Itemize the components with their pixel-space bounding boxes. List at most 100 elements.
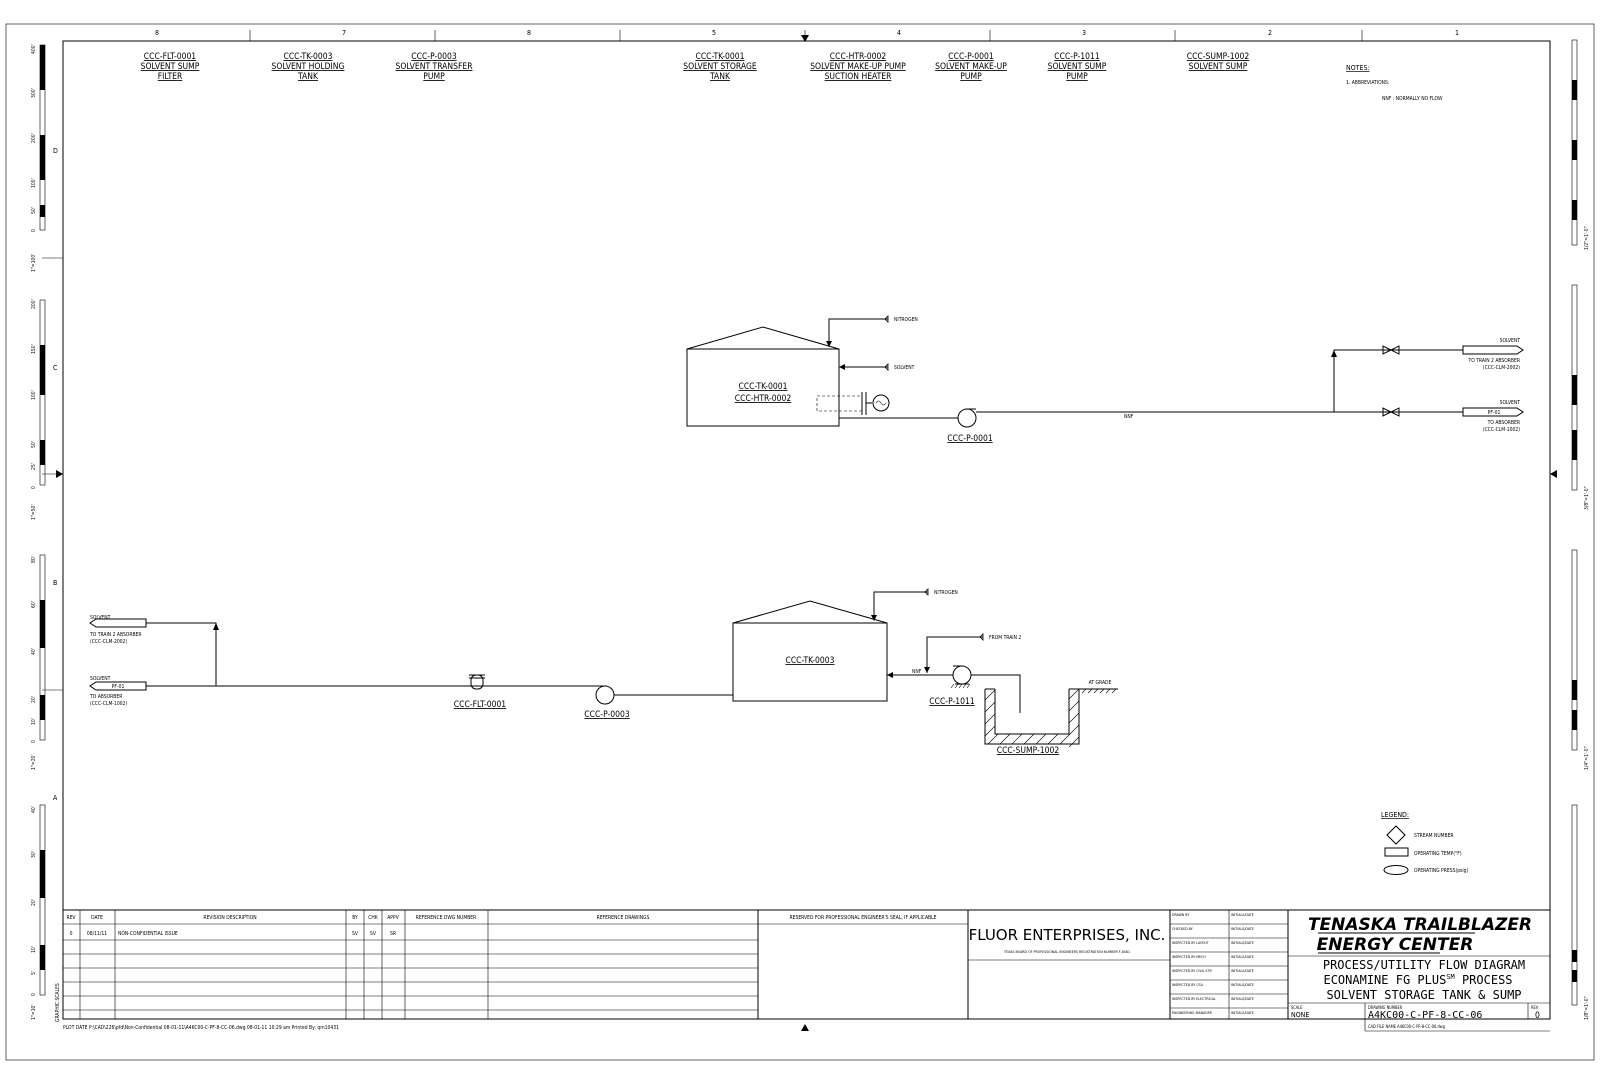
svg-text:CCC-HTR-0002: CCC-HTR-0002 [830, 52, 887, 62]
signoff-label: INSPECTED BY ELECTRICAL [1172, 997, 1216, 1001]
rev-header: REVISION DESCRIPTION [203, 915, 256, 921]
zone-number: 7 [342, 29, 346, 37]
svg-text:SOLVENT SUMP: SOLVENT SUMP [141, 62, 200, 72]
legend-title: LEGEND: [1381, 811, 1409, 819]
zone-number: 3 [1082, 29, 1086, 37]
scale-tick: 0 [31, 486, 37, 489]
rev-header: REFERENCE DWG NUMBER [416, 915, 477, 921]
offpage-connector-upper-1: SOLVENT TO TRAIN 2 ABSORBER (CCC-CLM-200… [1462, 338, 1524, 371]
zone-top-ruler: 8 7 8 5 4 3 2 1 [155, 29, 1459, 42]
scale-field: NONE [1291, 1011, 1309, 1019]
equipment-header-list: CCC-FLT-0001 SOLVENT SUMP FILTER CCC-TK-… [141, 52, 1250, 82]
from-train-2-inlet: FROM TRAIN 2 [924, 633, 1021, 673]
valve-upper-1 [1382, 345, 1400, 355]
svg-text:PF-01: PF-01 [1488, 410, 1501, 416]
solvent-label: SOLVENT [894, 365, 915, 371]
header-item-tk-0003: CCC-TK-0003 SOLVENT HOLDING TANK [272, 52, 345, 82]
notes-abbr: NNF : NORMALLY NO FLOW [1382, 96, 1443, 102]
signoff-label: ENGINEERING MANAGER [1172, 1011, 1213, 1015]
right-scale-label: 1/2"=1'-0" [1584, 226, 1590, 250]
left-graphic-scales: 400' 300' 200' 100' 50' 0 1"=100' 200' 1… [31, 44, 61, 1022]
company-name: FLUOR ENTERPRISES, INC. [969, 926, 1166, 944]
graphic-scales-label: GRAPHIC SCALES [55, 983, 61, 1022]
svg-text:PF-01: PF-01 [112, 684, 125, 690]
pump-p-0003-tag: CCC-P-0003 [584, 710, 630, 720]
zone-letter: D [53, 147, 58, 155]
svg-text:SOLVENT: SOLVENT [90, 615, 111, 621]
pump-p-1011 [950, 665, 1021, 713]
notes-title: NOTES: [1346, 64, 1370, 72]
revision-table: REV DATE REVISION DESCRIPTION BY CHK APP… [63, 910, 759, 1019]
title-block: REV DATE REVISION DESCRIPTION BY CHK APP… [63, 909, 1550, 1032]
cad-file-name: CAD FILE NAME A4KC00-C-PF-8-CC-06.dwg [1368, 1024, 1445, 1029]
rev-header: CHK [368, 915, 379, 921]
svg-text:TO TRAIN 2 ABSORBER: TO TRAIN 2 ABSORBER [1467, 358, 1520, 364]
operating-press-icon [1383, 865, 1409, 875]
header-item-p-1011: CCC-P-1011 SOLVENT SUMP PUMP [1048, 52, 1107, 82]
svg-text:PUMP: PUMP [1066, 72, 1088, 82]
header-item-flt-0001: CCC-FLT-0001 SOLVENT SUMP FILTER [141, 52, 200, 82]
rev-cell: SV [352, 931, 359, 937]
scale-tick: 100' [31, 390, 37, 400]
scale-field-label: SCALE [1291, 1005, 1303, 1010]
nnf-label: NNF [912, 669, 922, 675]
header-item-htr-0002: CCC-HTR-0002 SOLVENT MAKE-UP PUMP SUCTIO… [810, 52, 906, 82]
signoff-label: INITIALS/DATE [1231, 955, 1254, 959]
signoff-label: INITIALS/DATE [1231, 983, 1254, 987]
right-graphic-scales: 1/2"=1'-0" 3/8"=1'-0" 1/4"=1'-0" 1/8"=1'… [1571, 39, 1590, 1020]
nnf-label: NNF [1124, 414, 1134, 420]
center-mark-left [56, 470, 63, 478]
pump-p-0001 [957, 408, 977, 428]
svg-text:SOLVENT: SOLVENT [1500, 400, 1521, 406]
svg-text:CCC-P-1011: CCC-P-1011 [1054, 52, 1100, 62]
scale-tick: 0 [31, 740, 37, 743]
rev-header: REFERENCE DRAWINGS [597, 915, 650, 921]
svg-text:CCC-SUMP-1002: CCC-SUMP-1002 [1187, 52, 1250, 62]
tank-tk-0003 [732, 622, 888, 702]
legend: LEGEND: STREAM NUMBER OPERATING TEMP(°F)… [1381, 811, 1469, 875]
svg-text:FILTER: FILTER [158, 72, 183, 82]
svg-text:TO ABSORBER: TO ABSORBER [89, 694, 122, 700]
scale-tick: 200' [31, 299, 37, 309]
seal-text: RESERVED FOR PROFESSIONAL ENGINEER'S SEA… [790, 915, 937, 921]
scale-tick: 0 [31, 993, 37, 996]
stream-number-icon [1386, 825, 1406, 845]
zone-letters: D C B A [42, 147, 1557, 1031]
signoff-label: INITIALS/DATE [1231, 1011, 1254, 1015]
scale-tick: 60' [31, 601, 37, 608]
scale-tick: 30' [31, 851, 37, 858]
svg-text:SOLVENT MAKE-UP: SOLVENT MAKE-UP [935, 62, 1007, 72]
filter-flt-0001 [469, 674, 485, 690]
at-grade-label: AT GRADE [1089, 680, 1112, 686]
outer-border [5, 23, 1595, 1061]
offpage-connector-upper-2: SOLVENT PF-01 TO ABSORBER (CCC-CLM-1002) [1462, 400, 1524, 433]
scale-tick: 5' [31, 971, 37, 975]
dwg-field-label: DRAWING NUMBER [1368, 1005, 1403, 1010]
zone-letter: A [53, 794, 58, 802]
from-train-2-label: FROM TRAIN 2 [989, 635, 1021, 641]
nitrogen-inlet-upper: NITROGEN [826, 315, 918, 347]
zone-number: 5 [712, 29, 716, 37]
rev-field: 0 [1535, 1011, 1540, 1021]
title-line-2: ECONAMINE FG PLUSSM PROCESS [1323, 973, 1512, 987]
header-item-p-0003: CCC-P-0003 SOLVENT TRANSFER PUMP [395, 52, 473, 82]
svg-text:CCC-TK-0001: CCC-TK-0001 [695, 52, 744, 62]
nitrogen-label: NITROGEN [934, 590, 958, 596]
zone-number: 4 [897, 29, 901, 37]
rev-cell: SV [370, 931, 377, 937]
svg-text:(CCC-CLM-1002): (CCC-CLM-1002) [90, 701, 127, 707]
signoff-label: DRAWN BY [1172, 913, 1189, 917]
right-scale-label: 3/8"=1'-0" [1584, 486, 1590, 510]
scale-tick: 150' [31, 344, 37, 354]
svg-text:PUMP: PUMP [423, 72, 445, 82]
signoff-label: INITIALS/DATE [1231, 941, 1254, 945]
tank-tk-0003-tag: CCC-TK-0003 [785, 656, 834, 666]
svg-text:SOLVENT: SOLVENT [1500, 338, 1521, 344]
drawing-frame [62, 40, 1551, 1020]
zone-number: 2 [1268, 29, 1272, 37]
svg-text:TANK: TANK [709, 72, 731, 82]
scale-label: 1"=20' [31, 754, 37, 770]
scale-tick: 20' [31, 696, 37, 703]
svg-text:SOLVENT STORAGE: SOLVENT STORAGE [683, 62, 757, 72]
scale-tick: 40' [31, 648, 37, 655]
